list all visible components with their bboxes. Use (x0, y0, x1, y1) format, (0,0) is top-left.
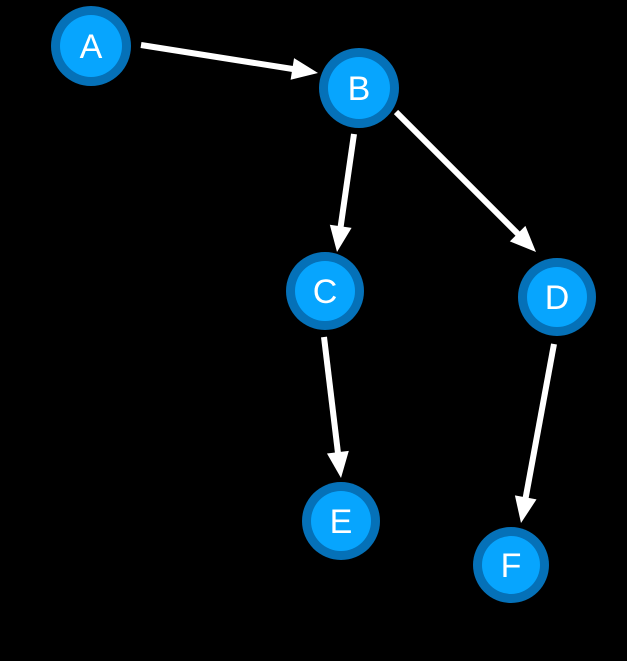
edge-line (393, 109, 522, 238)
node-fill (527, 267, 587, 327)
arrowhead-icon (326, 450, 349, 478)
edge-c-e[interactable] (321, 336, 349, 478)
node-label: A (80, 28, 103, 66)
node-label: D (545, 279, 570, 317)
node-label: C (313, 273, 338, 311)
node-a[interactable]: A (51, 6, 131, 86)
edge-line (321, 336, 342, 455)
node-fill (60, 15, 122, 77)
edge-b-c[interactable] (329, 133, 357, 252)
edge-line (140, 42, 295, 73)
nodes-layer: A B C D E F (51, 6, 596, 603)
node-c[interactable]: C (286, 252, 364, 330)
node-fill (311, 491, 371, 551)
edges-layer (140, 42, 557, 523)
node-fill (482, 536, 540, 594)
arrowhead-icon (514, 495, 537, 523)
edge-line (337, 133, 357, 229)
arrowhead-icon (509, 225, 536, 252)
edge-a-b[interactable] (140, 42, 318, 80)
node-f[interactable]: F (473, 527, 549, 603)
node-label: E (330, 503, 353, 541)
node-e[interactable]: E (302, 482, 380, 560)
node-d[interactable]: D (518, 258, 596, 336)
node-b[interactable]: B (319, 48, 399, 128)
arrowhead-icon (290, 58, 318, 80)
arrowhead-icon (329, 224, 352, 252)
edge-b-d[interactable] (393, 109, 536, 252)
node-fill (295, 261, 355, 321)
edge-d-f[interactable] (514, 343, 557, 523)
node-label: F (501, 547, 522, 585)
node-fill (328, 57, 390, 119)
edge-line (522, 343, 557, 500)
node-label: B (348, 70, 371, 108)
